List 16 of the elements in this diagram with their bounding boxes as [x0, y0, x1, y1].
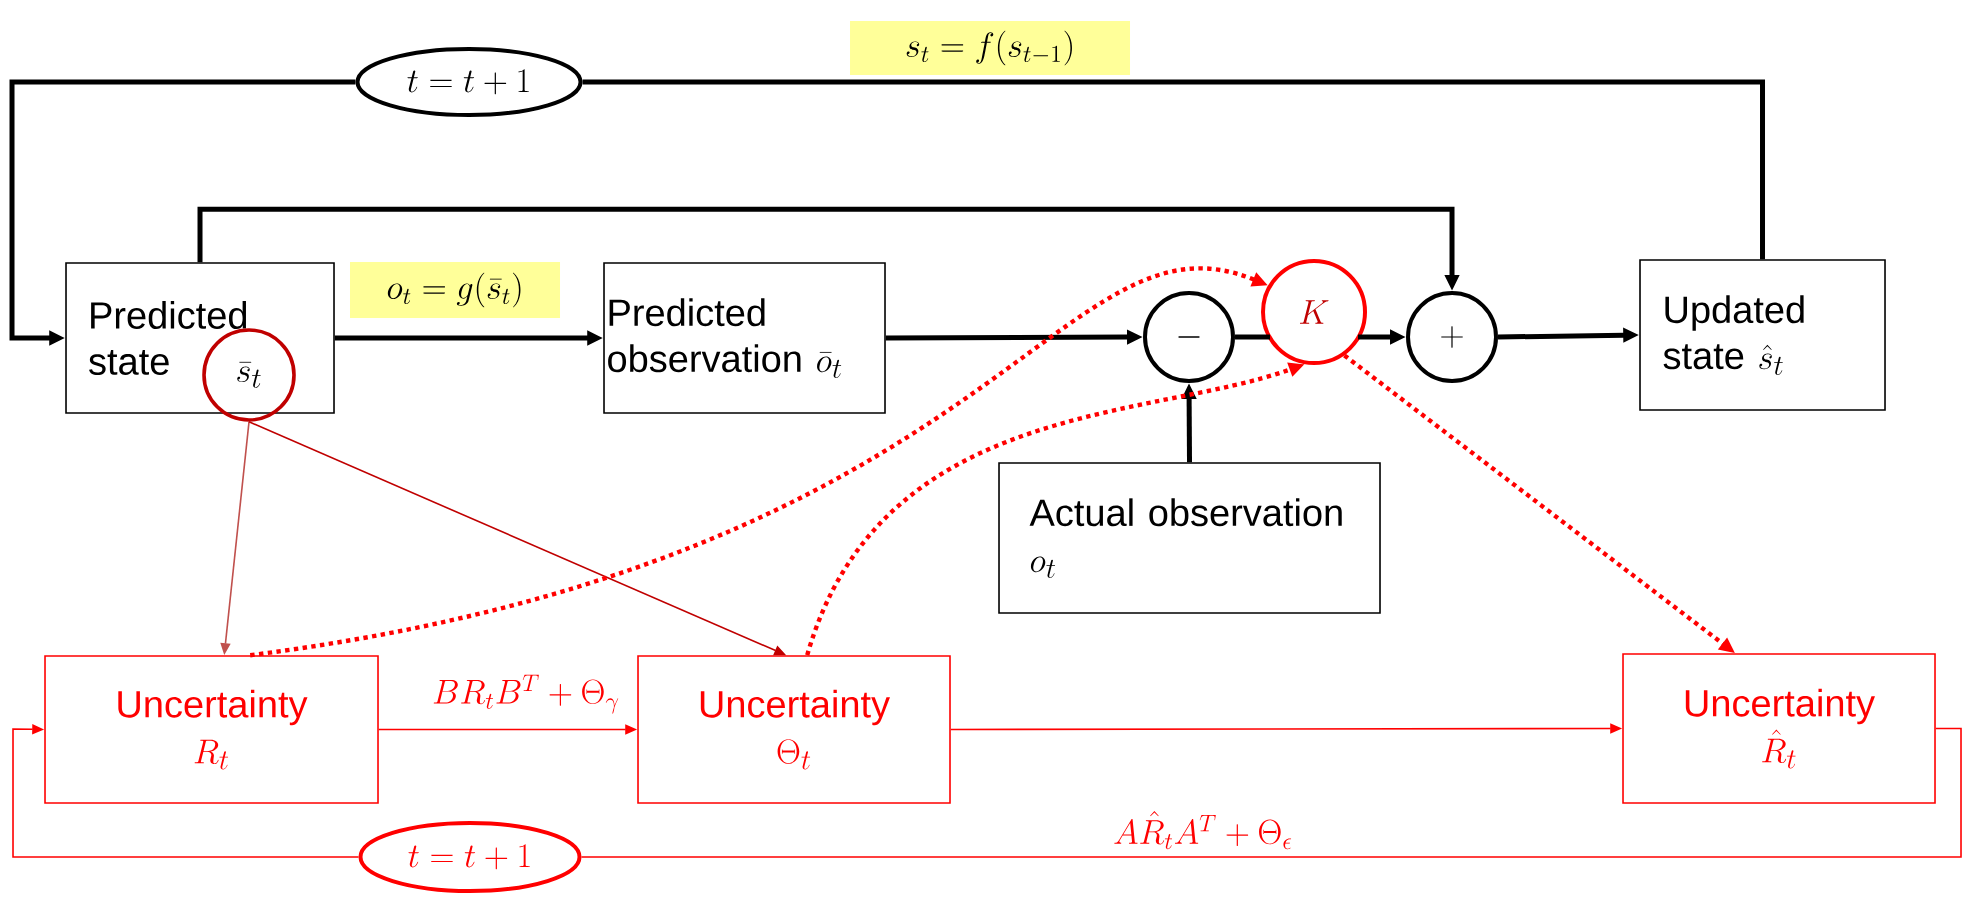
process-box: Updated state $\hat{s}_t$: [1639, 259, 1886, 411]
process-box: Actual observation $o_t$: [998, 462, 1381, 614]
arrow: [12, 724, 360, 858]
connector-line: [580, 727, 1962, 858]
uncertainty-box: Uncertainty $R_t$: [44, 655, 379, 804]
connector-line: [1235, 334, 1270, 340]
process-box: Predicted observation $\bar{o}_t$: [603, 262, 886, 414]
edge-label: $BR_tB^T + \Theta_\gamma$: [428, 670, 624, 718]
edge-label: $o_t = g(\bar{s}_t)$: [350, 262, 560, 318]
connector-line: [582, 79, 1765, 260]
edge-label: $s_t = f(s_{t-1})$: [850, 21, 1130, 75]
uncertainty-box: Uncertainty $\Theta_t$: [637, 655, 951, 804]
summing-junction: $-$: [1143, 291, 1235, 383]
uncertainty-box: Uncertainty $\hat{R}_t$: [1622, 653, 1936, 804]
edge-label: $A\hat{R}_tA^T + \Theta_\epsilon$: [1109, 807, 1297, 853]
summing-junction: $+$: [1406, 291, 1498, 383]
